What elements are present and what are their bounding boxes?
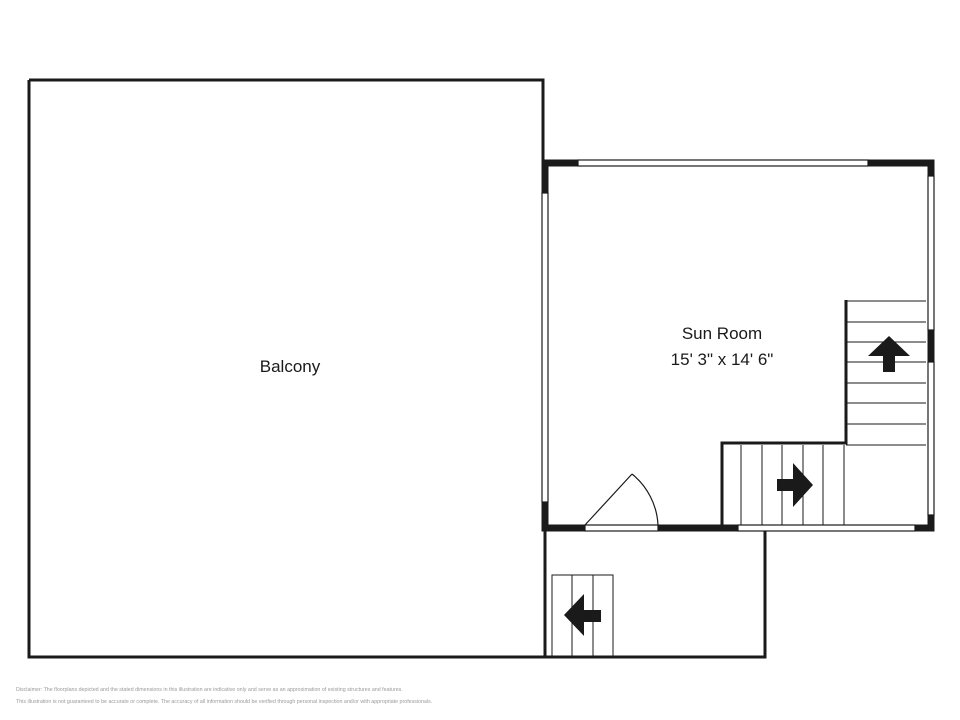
sun-room-dimensions: 15' 3" x 14' 6" [670, 350, 774, 369]
window-right-lower [927, 361, 935, 516]
disclaimer-line-2: This illustration is not guaranteed to b… [16, 699, 433, 705]
window-right-upper [927, 175, 935, 331]
window-top [577, 159, 869, 167]
stairs-landing [740, 445, 845, 525]
stairs-up [846, 300, 926, 446]
balcony-walls [27, 78, 767, 659]
sun-room-label: Sun Room [681, 324, 763, 343]
arrow-left-icon [564, 594, 601, 636]
arrow-up-icon [868, 336, 910, 372]
window-bottom [737, 524, 916, 532]
balcony-label: Balcony [259, 357, 321, 376]
arrow-right-icon [777, 463, 813, 507]
stair-walls [720, 300, 848, 528]
sun-room-walls [541, 159, 935, 532]
disclaimer-line-1: Disclaimer: The floorplans depicted and … [16, 687, 403, 693]
windows [541, 159, 935, 532]
door [584, 473, 659, 532]
window-left [541, 192, 549, 503]
